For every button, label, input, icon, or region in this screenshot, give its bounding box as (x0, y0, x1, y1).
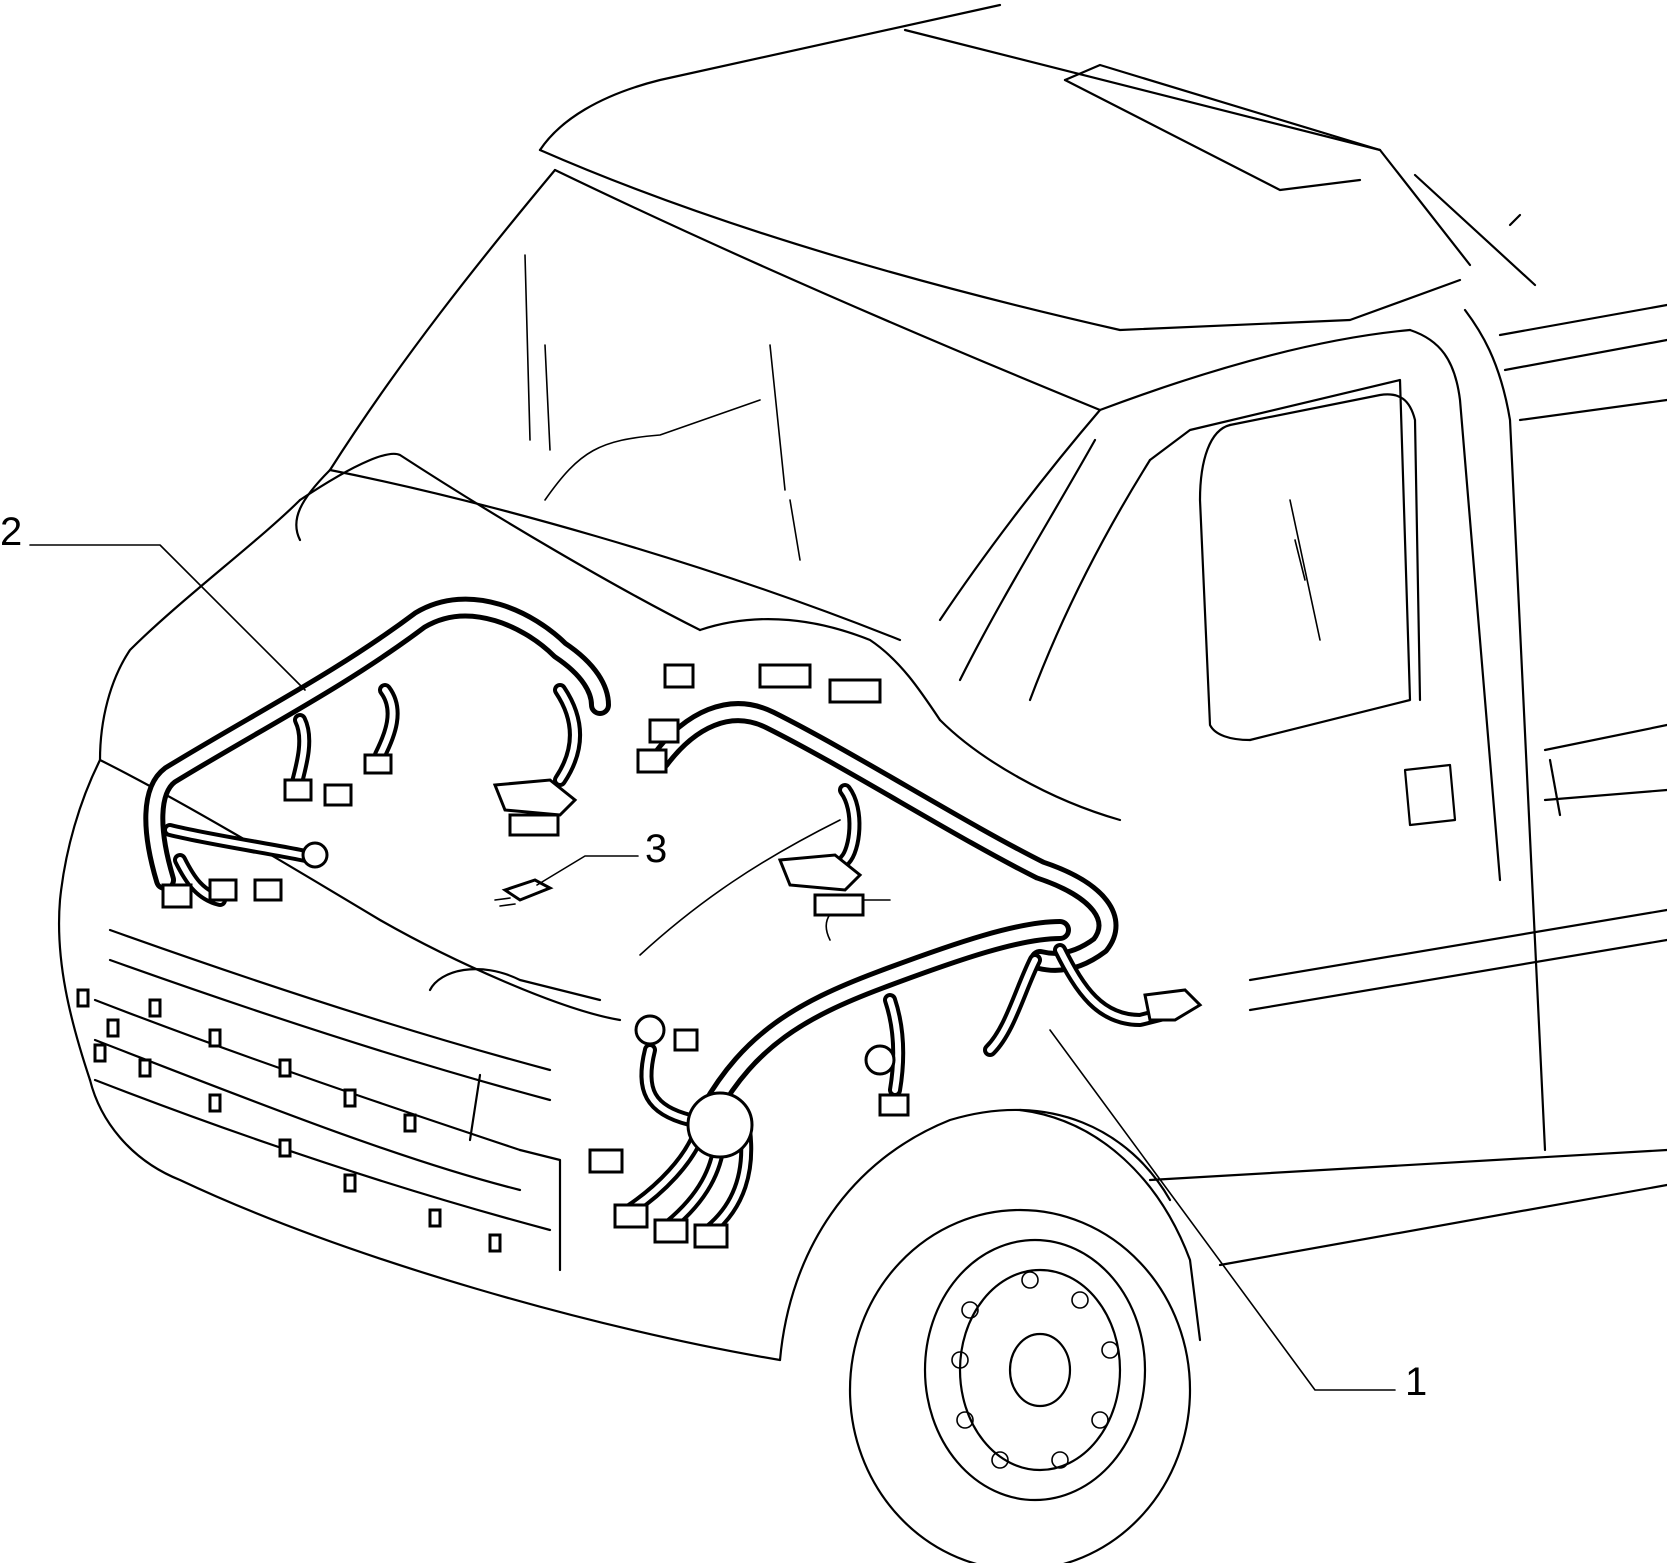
leader-line-3 (536, 855, 639, 886)
callout-label-1: 1 (1405, 1360, 1427, 1404)
callout-label-3: 3 (645, 827, 667, 871)
wiring-harness-2 (143, 596, 611, 909)
wheel-lug-holes (951, 1271, 1119, 1469)
wiring-harness-1 (588, 663, 1203, 1249)
leader-line-1 (1049, 1029, 1396, 1391)
part-3-relay (494, 878, 554, 907)
callout-label-2: 2 (0, 510, 22, 554)
grille-slots (76, 988, 502, 1253)
van-body (57, 3, 1667, 1563)
leader-line-2 (29, 544, 306, 691)
front-wheel (848, 1208, 1192, 1563)
callout-leaders (29, 544, 1396, 1391)
